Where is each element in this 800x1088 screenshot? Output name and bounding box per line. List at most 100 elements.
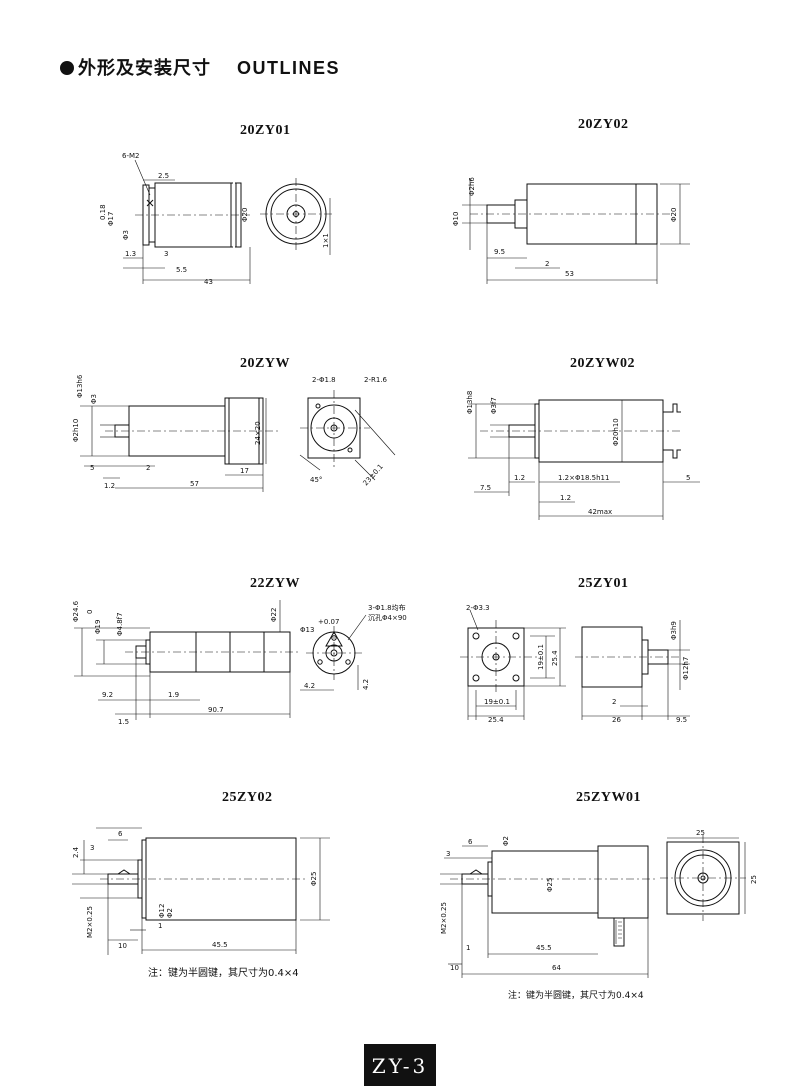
drawing-20zyw02 <box>468 399 700 520</box>
drawing-25zyw01 <box>440 835 746 978</box>
dim-text: 17 <box>240 467 249 475</box>
dim-text: 26 <box>612 716 621 724</box>
dim-text: 1.9 <box>168 691 179 699</box>
dim-text: 9.2 <box>102 691 113 699</box>
dim-text: 45.5 <box>212 941 228 949</box>
dim-text: 19±0.1 <box>484 698 510 706</box>
dim-text: 43 <box>204 278 213 286</box>
dim-text: Φ12h7 <box>682 657 690 680</box>
header-en: OUTLINES <box>237 58 341 78</box>
dim-text: Φ12 <box>158 904 166 918</box>
title-25zyw01: 25ZYW01 <box>576 790 641 805</box>
title-22zyw: 22ZYW <box>250 576 300 591</box>
dim-text: 10 <box>450 964 459 972</box>
dim-text: 5 <box>686 474 690 482</box>
dim-text: Φ2 <box>166 908 174 918</box>
dim-text: 3 <box>90 844 94 852</box>
dim-text: 90.7 <box>208 706 224 714</box>
dim-text: 3 <box>164 250 168 258</box>
dim-text: 0.18 <box>99 204 107 220</box>
dim-text: 2 <box>612 698 616 706</box>
dim-text: 2 <box>545 260 549 268</box>
dim-text: Φ3 <box>122 230 130 240</box>
dim-text: 5 <box>90 464 94 472</box>
dim-text: 1.2×Φ18.5h11 <box>558 474 609 482</box>
dim-text: 1 <box>158 922 162 930</box>
title-25zy02: 25ZY02 <box>222 790 273 805</box>
dim-text: 2-Φ1.8 <box>312 376 336 384</box>
dim-text: 10 <box>118 942 127 950</box>
dim-text: Φ20 <box>670 208 678 222</box>
dim-text: 57 <box>190 480 199 488</box>
dim-text: Φ25 <box>310 872 318 886</box>
dim-text: 42max <box>588 508 612 516</box>
dim-text: 25.4 <box>551 650 559 666</box>
header-cn: 外形及安装尺寸 <box>78 58 211 79</box>
drawing-20zyw <box>80 390 396 492</box>
dim-text: 1 <box>466 944 470 952</box>
dim-text: 64 <box>552 964 561 972</box>
section-header: 外形及安装尺寸 OUTLINES <box>60 54 340 80</box>
bullet-icon <box>60 61 74 75</box>
dim-text: 6 <box>118 830 123 838</box>
dim-text: M2×0.25 <box>86 906 94 938</box>
dim-text: 2.4 <box>72 846 80 858</box>
dim-text: 45.5 <box>536 944 552 952</box>
dim-text: 2.5 <box>158 172 169 180</box>
dim-text: Φ3 <box>90 394 98 404</box>
dim-text: 5.5 <box>176 266 187 274</box>
dim-text: 9.5 <box>494 248 505 256</box>
drawing-20zy02 <box>462 178 690 284</box>
title-20zyw: 20ZYW <box>240 356 290 371</box>
dim-text: +0.07 <box>318 618 339 626</box>
dim-text: 3-Φ1.8均布 <box>368 603 406 612</box>
dim-text: Φ2 <box>502 836 510 846</box>
dim-text: 45° <box>310 476 322 484</box>
dim-text: 25.4 <box>488 716 504 724</box>
dim-text: 25 <box>696 829 705 837</box>
dim-text: Φ13 <box>300 626 314 634</box>
dim-text: Φ3h9 <box>670 621 678 640</box>
dim-text: 2-R1.6 <box>364 376 388 384</box>
note-25zy02: 注：键为半圆键，其尺寸为0.4×4 <box>148 968 299 979</box>
dim-text: 9.5 <box>676 716 687 724</box>
title-20zyw02: 20ZYW02 <box>570 356 635 371</box>
drawing-22zyw <box>74 600 367 720</box>
dim-text: 23±0.1 <box>362 463 385 488</box>
dim-text: Φ13h6 <box>76 374 84 398</box>
dim-text: M2×0.25 <box>440 902 448 934</box>
dim-text: Φ20h10 <box>612 418 620 446</box>
dim-text: Φ17 <box>107 212 115 226</box>
dim-text: 7.5 <box>480 484 491 492</box>
dim-text: Φ24.6 <box>72 600 80 622</box>
dim-text: 3 <box>446 850 450 858</box>
dim-text: 1.2 <box>104 482 115 490</box>
dim-text: 沉孔Φ4×90 <box>368 614 407 622</box>
dim-text: 4.2 <box>304 682 315 690</box>
dim-text: 0 <box>86 610 94 614</box>
title-20zy02: 20ZY02 <box>578 117 629 132</box>
dim-text: 25 <box>750 875 758 884</box>
drawing-25zy02 <box>72 827 330 955</box>
dim-text: 1×1 <box>322 233 330 248</box>
drawing-25zy01 <box>460 609 690 720</box>
dim-text: 2 <box>146 464 150 472</box>
dim-text: 1.3 <box>125 250 136 258</box>
title-20zy01: 20ZY01 <box>240 123 291 138</box>
dim-text: Φ25 <box>546 878 554 892</box>
dim-text: 2-Φ3.3 <box>466 604 490 612</box>
dim-text: 6 <box>468 838 473 846</box>
dim-text: 4.2 <box>362 679 370 690</box>
drawing-20zy01 <box>123 159 332 284</box>
dim-text: Φ3f7 <box>490 397 498 414</box>
dim-text: 24×20 <box>254 421 262 445</box>
dim-text: 19±0.1 <box>537 644 545 670</box>
dim-text: 1.5 <box>118 718 129 726</box>
page-number: ZY-3 <box>364 1044 436 1086</box>
note-25zyw01: 注：键为半圆键，其尺寸为0.4×4 <box>508 991 644 1001</box>
dim-text: Φ10 <box>452 212 460 226</box>
dim-text: Φ19 <box>94 620 102 634</box>
dim-text: Φ22 <box>270 608 278 622</box>
dim-text: 1.2 <box>560 494 571 502</box>
